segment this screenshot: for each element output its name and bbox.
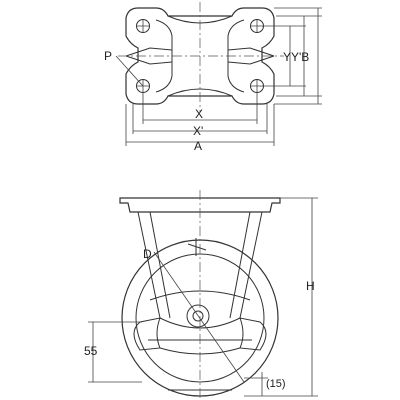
label-a: A [194, 139, 202, 153]
dimension-d: D [143, 247, 245, 383]
label-55: 55 [84, 344, 98, 358]
dimension-x-a: X X' A [125, 92, 275, 153]
label-d: D [143, 247, 152, 261]
dimension-yyb: YY'B [262, 7, 322, 105]
dimension-h: H [244, 197, 318, 397]
label-h: H [306, 279, 315, 293]
label-x-prime: X' [193, 124, 203, 138]
dimension-55: 55 [84, 321, 142, 383]
label-yyb: YY'B [283, 50, 309, 64]
label-x: X [195, 107, 203, 121]
top-view-centerlines [118, 2, 284, 112]
label-p: P [104, 49, 112, 63]
label-15: (15) [266, 378, 286, 390]
dimension-15: (15) [244, 372, 286, 396]
top-view-plate [125, 7, 275, 105]
bolt-holes [136, 19, 264, 93]
dimension-p: P [104, 49, 144, 87]
